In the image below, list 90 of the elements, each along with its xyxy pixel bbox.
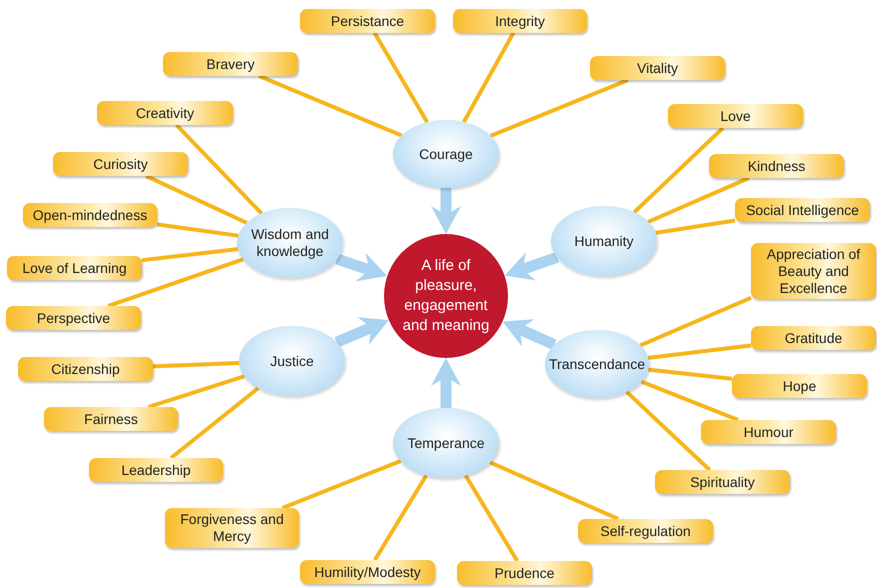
- trait-box: [732, 374, 867, 398]
- node-label: Creativity: [136, 104, 194, 122]
- node-label: Social Intelligence: [746, 202, 859, 218]
- connector-line: [282, 459, 402, 510]
- connector-line: [170, 386, 260, 460]
- trait-box: [655, 470, 790, 494]
- trait-box: [165, 508, 299, 548]
- trait-box: [578, 519, 713, 543]
- node-label: Citizenship: [51, 360, 120, 378]
- connector-line: [373, 474, 428, 562]
- category-ellipse: [393, 408, 499, 478]
- node-label: Forgiveness and Mercy: [179, 511, 285, 545]
- connector-line: [464, 474, 520, 562]
- connector-line: [490, 78, 629, 138]
- trait-box: [590, 56, 725, 80]
- connector-line: [145, 174, 248, 225]
- trait-box: [668, 104, 803, 128]
- trait-box: [751, 243, 876, 299]
- connector-line: [489, 460, 620, 521]
- node-label: Humility/Modesty: [314, 564, 421, 580]
- connector-line: [156, 222, 238, 238]
- trait-box: [751, 326, 876, 350]
- category-ellipse: [545, 330, 649, 398]
- node-label: Self-regulation: [600, 522, 691, 540]
- connector-line: [152, 361, 240, 368]
- node-label: Integrity: [495, 12, 545, 30]
- node-label: Temperance: [407, 434, 485, 452]
- trait-box: [300, 560, 435, 584]
- node-label: Wisdom and knowledge: [250, 226, 330, 260]
- arrow: [335, 252, 388, 282]
- connector-line: [175, 124, 264, 215]
- node-label: Love of Learning: [22, 260, 127, 276]
- connector-line: [648, 176, 750, 224]
- trait-box: [163, 52, 298, 76]
- node-label: Vitality: [637, 60, 678, 76]
- arrow: [334, 317, 389, 348]
- connector-line: [648, 368, 732, 381]
- node-label: Courage: [419, 146, 473, 162]
- arrow: [431, 358, 461, 408]
- connector-line: [462, 32, 516, 123]
- trait-box: [44, 407, 178, 431]
- connector-line: [148, 374, 245, 409]
- node-label: Curiosity: [93, 156, 148, 172]
- arrow: [431, 188, 461, 234]
- trait-box: [300, 9, 435, 33]
- trait-box: [89, 458, 223, 482]
- node-label: Hope: [782, 378, 816, 394]
- node-label: Kindness: [748, 158, 806, 174]
- trait-box: [97, 101, 233, 125]
- trait-box: [18, 357, 153, 381]
- node-label: Gratitude: [784, 330, 842, 346]
- node-label: Justice: [270, 352, 314, 370]
- node-label: Humanity: [574, 232, 634, 250]
- connector-line: [655, 218, 736, 235]
- connector-line: [648, 344, 752, 360]
- node-label: Persistance: [330, 12, 404, 30]
- trait-box: [6, 306, 141, 330]
- connector-line: [625, 390, 712, 472]
- node-label: Humour: [744, 424, 794, 440]
- category-ellipse: [237, 208, 343, 278]
- trait-box: [735, 198, 870, 222]
- node-label: Love: [720, 108, 751, 124]
- arrow: [504, 252, 559, 281]
- connector-line: [640, 296, 752, 348]
- node-label: Transcendance: [549, 356, 645, 372]
- arrow: [502, 319, 556, 350]
- trait-box: [7, 256, 142, 280]
- node-label: Leadership: [121, 462, 191, 478]
- node-label: Spirituality: [690, 474, 755, 490]
- category-ellipse: [393, 120, 499, 188]
- connector-line: [107, 257, 244, 308]
- node-label: Perspective: [36, 310, 110, 326]
- node-label: Open-mindedness: [32, 206, 148, 224]
- connector-line: [632, 126, 724, 214]
- trait-box: [701, 420, 836, 444]
- trait-box: [453, 9, 587, 33]
- trait-box: [457, 561, 592, 585]
- trait-box: [23, 203, 157, 227]
- node-label: Appreciation of Beauty and Excellence: [766, 246, 862, 296]
- connector-line: [372, 32, 429, 124]
- connector-line: [142, 247, 238, 262]
- connector-line: [640, 380, 739, 422]
- node-label: A life of pleasure, engagement and meaning: [402, 256, 490, 336]
- category-ellipse: [551, 206, 657, 276]
- trait-box: [53, 152, 188, 176]
- trait-box: [709, 154, 844, 178]
- node-label: Bravery: [206, 56, 255, 72]
- connector-line: [258, 74, 402, 138]
- node-label: Fairness: [84, 410, 138, 428]
- node-label: Prudence: [494, 564, 554, 582]
